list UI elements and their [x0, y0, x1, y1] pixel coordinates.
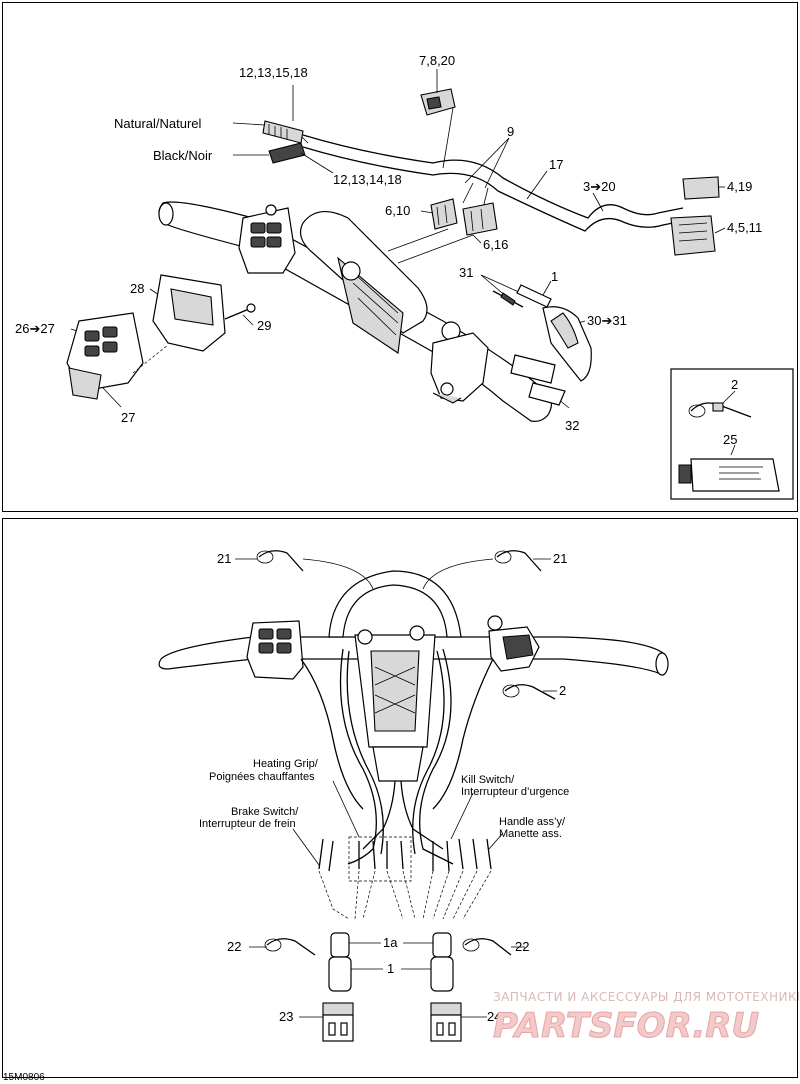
- callout-9: 9: [507, 124, 514, 139]
- callout-6-16: 6,16: [483, 237, 508, 252]
- callout-29: 29: [257, 318, 271, 333]
- callout-4-5-11: 4,5,11: [727, 220, 762, 235]
- label-brake-switch-line2: Interrupteur de frein: [199, 818, 296, 830]
- connector-4-5-11: [670, 215, 716, 256]
- callout-30-31: 30➔31: [587, 313, 627, 328]
- cable-tie-22-left: [264, 938, 316, 956]
- routed-wires: [300, 558, 494, 865]
- exploded-view-panel: 12,13,15,18 7,8,20 Natural/Naturel Black…: [2, 2, 798, 512]
- label-black: Black/Noir: [153, 148, 213, 163]
- riser-loop: [328, 570, 462, 638]
- callout-6-10: 6,10: [385, 203, 410, 218]
- watermark-tagline: ЗАПЧАСТИ И АКСЕССУАРЫ ДЛЯ МОТОТЕХНИКИ: [493, 990, 799, 1004]
- connector-natural: [262, 120, 304, 144]
- callout-24: 24: [487, 1009, 501, 1024]
- cable-tie-22-right: [462, 938, 512, 956]
- callout-26-27: 26➔27: [15, 321, 55, 336]
- inset-box: [670, 368, 794, 500]
- callout-3-20: 3➔20: [583, 179, 616, 194]
- center-mount: [354, 625, 436, 782]
- callout-12-13-15-18: 12,13,15,18: [239, 65, 308, 80]
- callout-25: 25: [723, 432, 737, 447]
- cable-tie-2-bottom: [502, 684, 556, 700]
- right-throttle-housing: [487, 615, 540, 672]
- sleeve-1a-left: [330, 932, 350, 958]
- connector-7-8-20: [420, 88, 456, 116]
- callout-1: 1: [551, 269, 558, 284]
- label-heating-grip-line2: Poignées chauffantes: [209, 771, 315, 783]
- sleeve-1-right: [430, 956, 454, 992]
- label-handle-assy-line2: Manette ass.: [499, 828, 562, 840]
- switch-assembly-26: [66, 312, 144, 400]
- leader-lines-top: [70, 69, 726, 409]
- switch-housing-on-bar: [238, 204, 296, 274]
- callout-31: 31: [459, 265, 473, 280]
- label-handle-assy-line1: Handle ass’y/: [499, 816, 566, 828]
- leader-lines-bottom: [235, 558, 557, 1018]
- connector-24: [430, 1002, 462, 1042]
- label-natural: Natural/Naturel: [114, 116, 202, 131]
- wiring-routing-drawing: 21 21 2 Heating Grip/ Poignées chauffant…: [158, 550, 799, 1047]
- cable-tie-21-left: [256, 550, 304, 572]
- label-kill-switch-line2: Interrupteur d’urgence: [461, 786, 569, 798]
- throttle-block: [430, 332, 489, 404]
- callout-17: 17: [549, 157, 563, 172]
- callout-22-right: 22: [515, 939, 529, 954]
- sleeve-1-left: [328, 956, 352, 992]
- connector-6-10: [430, 198, 458, 230]
- handlebar-riser: [300, 211, 461, 354]
- exploded-view-drawing: 12,13,15,18 7,8,20 Natural/Naturel Black…: [15, 53, 794, 500]
- sealant-tube-25-icon: [678, 458, 780, 492]
- callout-27: 27: [121, 410, 135, 425]
- cable-tie-21-right: [494, 550, 542, 572]
- callout-23: 23: [279, 1009, 293, 1024]
- connector-23: [322, 1002, 354, 1042]
- label-heating-grip-line1: Heating Grip/: [253, 758, 319, 770]
- wire-31: [492, 290, 524, 308]
- callout-21-right: 21: [553, 551, 567, 566]
- label-brake-switch-line1: Brake Switch/: [231, 806, 299, 818]
- left-switch-housing: [246, 620, 304, 680]
- connector-terminals: [318, 836, 492, 920]
- sleeve-1: [516, 284, 552, 308]
- switch-bracket-28: [152, 274, 226, 352]
- callout-32: 32: [565, 418, 579, 433]
- callout-28: 28: [130, 281, 144, 296]
- callout-2-bottom: 2: [559, 683, 566, 698]
- connector-black: [268, 142, 306, 164]
- screw-29: [224, 303, 256, 320]
- sheet-32: [510, 354, 566, 406]
- callout-4-19: 4,19: [727, 179, 752, 194]
- connector-4-19: [682, 176, 720, 200]
- watermark-logo: PARTSFOR.RU: [493, 1006, 759, 1046]
- callout-21-left: 21: [217, 551, 231, 566]
- sleeve-1a-right: [432, 932, 452, 958]
- callout-7-8-20: 7,8,20: [419, 53, 455, 68]
- cable-tie-2-icon: [688, 402, 752, 418]
- wiring-routing-panel: 21 21 2 Heating Grip/ Poignées chauffant…: [2, 518, 799, 1078]
- sleeve-30: [542, 306, 592, 382]
- callout-22-left: 22: [227, 939, 241, 954]
- callout-1: 1: [387, 961, 394, 976]
- handlebar-top: [158, 201, 553, 422]
- connector-6-16: [462, 202, 498, 236]
- label-kill-switch-line1: Kill Switch/: [461, 774, 515, 786]
- callout-12-13-14-18: 12,13,14,18: [333, 172, 402, 187]
- callout-1a: 1a: [383, 935, 398, 950]
- callout-2-inset: 2: [731, 377, 738, 392]
